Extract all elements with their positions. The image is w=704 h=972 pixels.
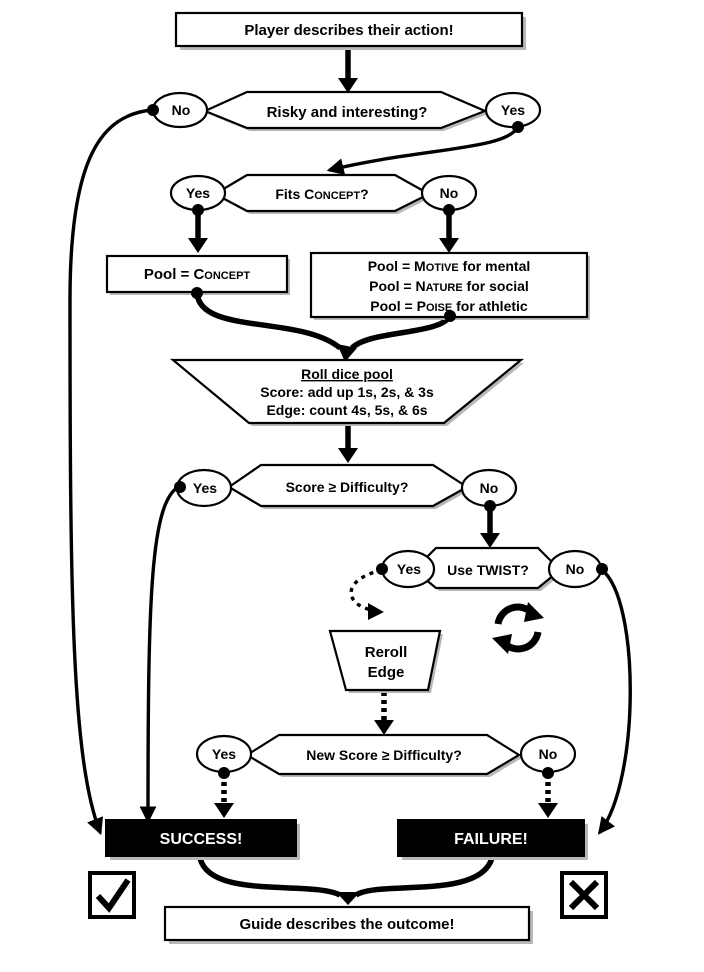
roll-score-line: Score: add up 1s, 2s, & 3s xyxy=(260,384,434,400)
score-yes-label: Yes xyxy=(193,480,217,496)
fits-yes-label: Yes xyxy=(186,185,210,201)
decision-twist: Use TWIST? Yes No xyxy=(376,546,608,591)
decision-new-score-label: New Score ≥ Difficulty? xyxy=(306,747,462,763)
reroll-edge-box: Reroll Edge xyxy=(328,629,443,693)
failure-label: FAILURE! xyxy=(454,831,528,848)
reroll-line-1: Reroll xyxy=(365,644,408,661)
arrow-head xyxy=(336,892,360,905)
refresh-cycle-icon xyxy=(492,602,544,654)
decision-score-label: Score ≥ Difficulty? xyxy=(286,479,409,495)
arrow-head xyxy=(538,803,558,818)
arrow-head xyxy=(338,78,358,93)
decision-fits: Fits CONCEPT? Yes No xyxy=(169,173,478,216)
pool-motive-line: Pool = MOTIVE for mental xyxy=(368,258,531,274)
decision-risky-label: Risky and interesting? xyxy=(267,104,428,121)
arrow-head xyxy=(338,448,358,463)
connectors xyxy=(68,44,632,905)
start-box: Player describes their action! xyxy=(174,11,526,50)
decision-fits-label: Fits CONCEPT? xyxy=(275,186,368,202)
arrow-concept-to-roll xyxy=(194,292,342,351)
decision-score: Score ≥ Difficulty? Yes No xyxy=(174,463,518,512)
roll-edge-line: Edge: count 4s, 5s, & 6s xyxy=(266,402,427,418)
reroll-line-2: Edge xyxy=(368,664,405,681)
success-box: SUCCESS! xyxy=(105,819,300,860)
arrow-attrs-to-roll xyxy=(350,314,453,351)
arrow-head xyxy=(439,238,459,253)
decision-risky: Risky and interesting? No Yes xyxy=(147,90,542,133)
pool-poise-line: Pool = POISE for athletic xyxy=(370,298,528,314)
arrow-score-yes-to-success xyxy=(139,484,182,824)
arrow-risky-yes-to-fits xyxy=(326,124,520,176)
new-no-label: No xyxy=(539,746,558,762)
checkmark-icon xyxy=(88,871,136,919)
roll-title: Roll dice pool xyxy=(301,366,393,382)
pool-concept-box: Pool = CONCEPT xyxy=(105,254,290,299)
score-no-label: No xyxy=(480,480,499,496)
new-yes-label: Yes xyxy=(212,746,236,762)
arrow-twist-no-to-failure xyxy=(597,568,632,835)
arrow-head xyxy=(368,603,384,620)
failure-box: FAILURE! xyxy=(397,819,588,860)
roll-dice-box: Roll dice pool Score: add up 1s, 2s, & 3… xyxy=(169,358,525,426)
arrow-head xyxy=(480,533,500,548)
arrow-failure-to-end xyxy=(354,856,495,898)
arrow-twist-yes-to-reroll xyxy=(349,568,383,612)
start-label: Player describes their action! xyxy=(244,22,453,39)
pool-concept-label: Pool = CONCEPT xyxy=(144,266,251,283)
pool-nature-line: Pool = NATURE for social xyxy=(369,278,529,294)
arrow-head xyxy=(337,344,357,362)
end-box: Guide describes the outcome! xyxy=(163,905,533,944)
cross-icon xyxy=(560,871,608,919)
risky-no-label: No xyxy=(172,102,191,118)
pool-attributes-box: Pool = MOTIVE for mental Pool = NATURE f… xyxy=(309,251,590,322)
risky-yes-label: Yes xyxy=(501,102,525,118)
end-label: Guide describes the outcome! xyxy=(239,916,454,933)
decision-new-score: New Score ≥ Difficulty? Yes No xyxy=(195,733,577,779)
arrow-head xyxy=(374,720,394,735)
arrow-head xyxy=(214,803,234,818)
arrow-success-to-end xyxy=(197,857,342,898)
decision-twist-label: Use TWIST? xyxy=(447,562,529,578)
fits-no-label: No xyxy=(440,185,459,201)
arrow-head xyxy=(188,238,208,253)
twist-yes-label: Yes xyxy=(397,561,421,577)
twist-no-label: No xyxy=(566,561,585,577)
success-label: SUCCESS! xyxy=(160,831,243,848)
arrow-risky-no-to-success xyxy=(68,108,154,836)
